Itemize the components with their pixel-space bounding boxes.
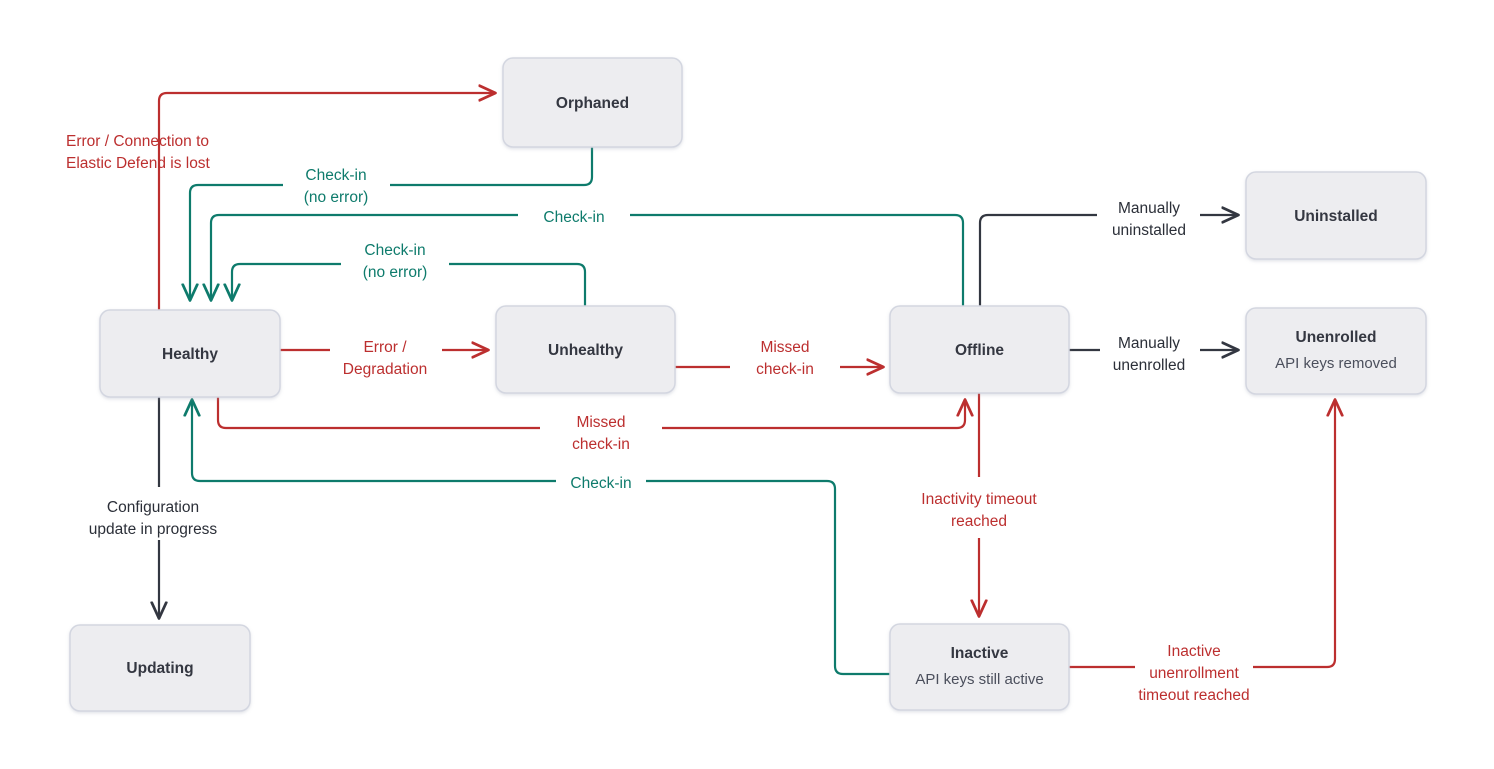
edge-label-error-degradation-line2: Degradation — [343, 361, 427, 378]
edge-label-missed-checkin-healthy-line1: Missed — [576, 414, 625, 431]
edge-label-inactivity-timeout-line2: reached — [951, 513, 1007, 530]
node-inactive[interactable]: Inactive API keys still active — [889, 623, 1070, 711]
node-orphaned[interactable]: Orphaned — [502, 57, 683, 148]
edge-label-missed-checkin-healthy-line2: check-in — [572, 436, 630, 453]
edge-label-configuration-update-line2: update in progress — [89, 521, 218, 538]
edge-label-manually-unenrolled-line1: Manually — [1118, 335, 1180, 352]
edge-label-checkin-noerror-top-line1: Check-in — [305, 167, 366, 184]
node-orphaned-title: Orphaned — [556, 95, 629, 112]
node-inactive-subtitle: API keys still active — [915, 671, 1043, 688]
edge-label-checkin-inactive: Check-in — [570, 475, 631, 492]
edge-offline-to-uninstalled — [978, 215, 1238, 306]
node-healthy-title: Healthy — [162, 346, 218, 363]
edge-unhealthy-to-healthy — [232, 262, 587, 306]
edge-healthy-to-offline — [216, 397, 965, 430]
edge-label-manually-uninstalled-line1: Manually — [1118, 200, 1180, 217]
edge-healthy-to-orphaned — [157, 93, 495, 310]
edge-label-checkin-offline: Check-in — [543, 209, 604, 226]
edge-inactive-to-healthy — [192, 400, 890, 676]
edge-orphaned-to-healthy — [190, 147, 594, 300]
node-uninstalled-title: Uninstalled — [1294, 208, 1378, 225]
edge-label-inactivity-timeout-line1: Inactivity timeout — [921, 491, 1037, 508]
edge-label-inactive-unenrollment-line1: Inactive — [1167, 643, 1220, 660]
edge-label-checkin-noerror-mid-line1: Check-in — [364, 242, 425, 259]
edge-label-error-degradation-line1: Error / — [363, 339, 407, 356]
edge-label-manually-uninstalled-line2: uninstalled — [1112, 222, 1186, 239]
edge-label-configuration-update-line1: Configuration — [107, 499, 199, 516]
edge-offline-to-healthy — [211, 213, 965, 306]
node-updating[interactable]: Updating — [69, 624, 251, 712]
edge-label-checkin-noerror-mid-line2: (no error) — [363, 264, 428, 281]
node-offline-title: Offline — [955, 342, 1004, 359]
node-unhealthy[interactable]: Unhealthy — [495, 305, 676, 394]
edge-label-error-connection-line2: Elastic Defend is lost — [66, 155, 211, 172]
edge-inactive-to-unenrolled — [1068, 400, 1335, 669]
node-unenrolled-subtitle: API keys removed — [1275, 355, 1397, 372]
edge-label-checkin-noerror-top-line2: (no error) — [304, 189, 369, 206]
node-unenrolled-title: Unenrolled — [1296, 329, 1377, 346]
edge-label-manually-unenrolled-line2: unenrolled — [1113, 357, 1185, 374]
node-inactive-title: Inactive — [951, 645, 1009, 662]
node-offline[interactable]: Offline — [889, 305, 1070, 394]
edge-label-error-connection-line1: Error / Connection to — [66, 133, 209, 150]
node-unhealthy-title: Unhealthy — [548, 342, 623, 359]
node-unenrolled[interactable]: Unenrolled API keys removed — [1245, 307, 1427, 395]
node-updating-title: Updating — [126, 660, 193, 677]
node-uninstalled[interactable]: Uninstalled — [1245, 171, 1427, 260]
edge-label-missed-checkin-unhealthy-line1: Missed — [760, 339, 809, 356]
edge-label-inactive-unenrollment-line2: unenrollment — [1149, 665, 1239, 682]
edge-label-missed-checkin-unhealthy-line2: check-in — [756, 361, 814, 378]
node-healthy[interactable]: Healthy — [99, 309, 281, 398]
edge-label-inactive-unenrollment-line3: timeout reached — [1138, 687, 1249, 704]
